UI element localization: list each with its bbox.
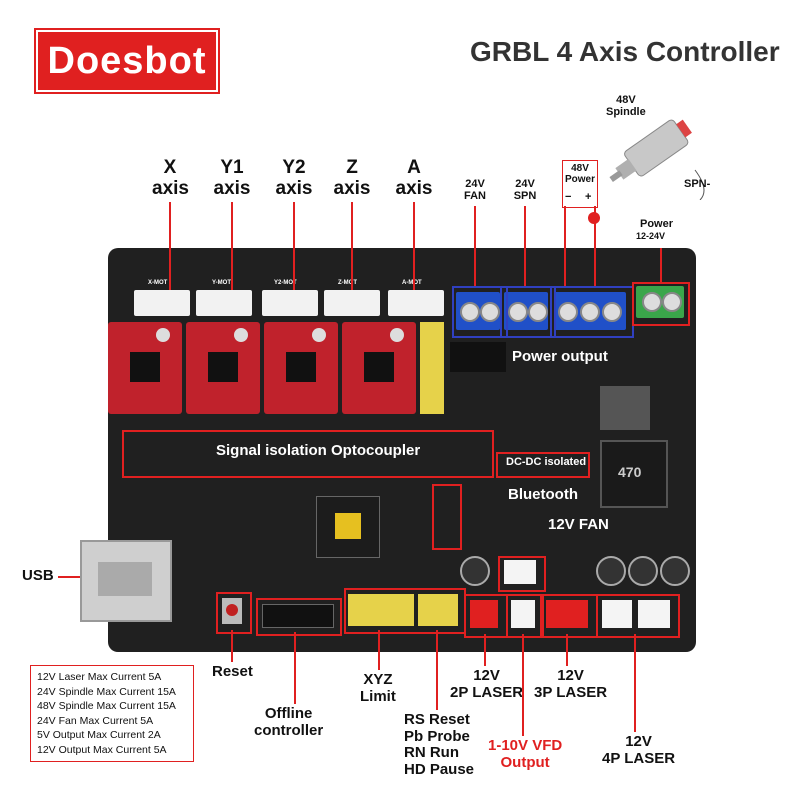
vfd-label: 1-10V VFD Output	[488, 737, 563, 771]
current-ratings-notes: 12V Laser Max Current 5A 24V Spindle Max…	[30, 665, 194, 762]
usb-label: USB	[22, 567, 54, 584]
offline-controller-label: Offline controller	[254, 705, 324, 739]
laser-4p-label: 12V 4P LASER	[602, 733, 676, 767]
spindle-label: 48V Spindle	[606, 94, 646, 119]
spn-terminal	[504, 292, 548, 330]
mcu-chip	[316, 496, 380, 558]
fan12-label: 12V FAN	[548, 516, 609, 533]
laser-4p-connector-b	[638, 600, 670, 628]
x-motor-connector	[134, 290, 190, 316]
fan-terminal-label: 24V FAN	[464, 178, 486, 203]
reset-button[interactable]	[222, 598, 242, 624]
laser-3p-connector	[546, 600, 588, 628]
inductor: 470	[600, 440, 668, 508]
a-mot-silk: A-MOT	[402, 280, 422, 286]
a-motor-connector	[388, 290, 444, 316]
dcdc-box	[496, 452, 590, 478]
fan-terminal	[456, 292, 500, 330]
driver-y2	[264, 322, 338, 414]
offline-controller-port	[262, 604, 334, 628]
driver-z	[342, 322, 416, 414]
usb-port[interactable]	[80, 540, 172, 622]
power48-box: 48V Power − +	[562, 160, 598, 208]
y-mot-silk: Y-MOT	[212, 280, 231, 286]
brand-logo: Doesbot	[36, 30, 218, 92]
y2-motor-connector	[262, 290, 318, 316]
z-mot-silk: Z-MOT	[338, 280, 357, 286]
power-output-label: Power output	[512, 348, 608, 365]
y1-motor-connector	[196, 290, 252, 316]
power-range-label: 12-24V	[636, 231, 666, 241]
laser-3p-label: 12V 3P LASER	[534, 667, 608, 701]
laser-2p-connector	[470, 600, 498, 628]
bluetooth-header	[432, 484, 462, 550]
spn-terminal-label: 24V SPN	[513, 178, 537, 203]
xyz-limit-label: XYZ Limit	[360, 671, 396, 705]
xyz-limit-header	[348, 594, 414, 626]
spindle-icon	[609, 119, 705, 200]
x-mot-silk: X-MOT	[148, 280, 168, 286]
control-pins-header	[418, 594, 458, 626]
spn-minus-label: SPN-	[684, 178, 711, 190]
driver-y1	[186, 322, 260, 414]
pins-list: RS Reset Pb Probe RN Run HD Pause	[404, 711, 475, 778]
a-axis-header	[420, 322, 444, 414]
laser-4p-connector-a	[602, 600, 632, 628]
power-label: Power	[640, 218, 674, 230]
bluetooth-label: Bluetooth	[508, 486, 578, 503]
y2-mot-silk: Y2-MOT	[274, 280, 297, 286]
power-terminal	[636, 286, 684, 318]
reset-label: Reset	[212, 663, 253, 680]
optocoupler-label: Signal isolation Optocoupler	[216, 442, 421, 459]
vfd-connector	[511, 600, 535, 628]
dcdc-label: DC-DC isolated	[506, 456, 587, 468]
laser-2p-label: 12V 2P LASER	[450, 667, 524, 701]
z-motor-connector	[324, 290, 380, 316]
optocoupler-box	[122, 430, 494, 478]
fan12-connector	[504, 560, 536, 584]
driver-x	[108, 322, 182, 414]
page-title: GRBL 4 Axis Controller	[470, 36, 780, 67]
power48-terminal	[554, 292, 626, 330]
